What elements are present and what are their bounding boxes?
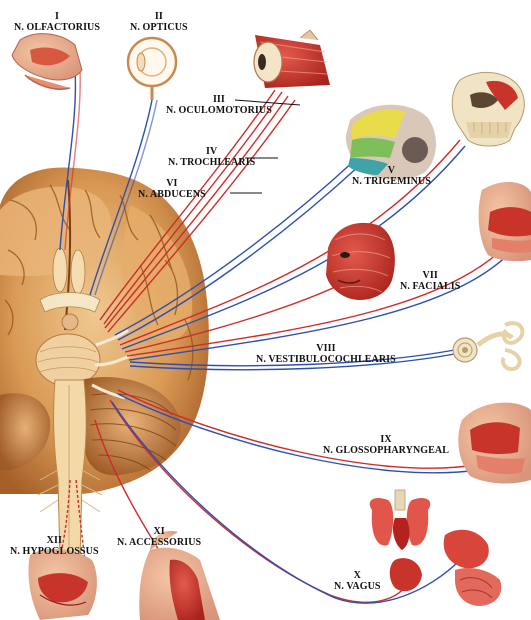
label-trochlearis: IV N. TROCHLEARIS (168, 146, 255, 168)
nerve-number: VII (400, 270, 460, 281)
label-glossopharyngeal: IX N. GLOSSOPHARYNGEAL (323, 434, 449, 456)
label-facialis: VII N. FACIALIS (400, 270, 460, 292)
nerve-name: N. TRIGEMINUS (352, 176, 431, 187)
nerve-number: X (334, 570, 381, 581)
nerve-number: VIII (256, 343, 396, 354)
nerve-name: N. VAGUS (334, 581, 381, 592)
label-trigeminus: V N. TRIGEMINUS (352, 165, 431, 187)
nerve-name: N. FACIALIS (400, 281, 460, 292)
nerve-number: II (130, 11, 188, 22)
label-opticus: II N. OPTICUS (130, 11, 188, 33)
nerve-number: V (352, 165, 431, 176)
eye-muscles-illustration (254, 30, 330, 88)
eye-illustration (128, 38, 176, 100)
jaw-skull-illustration (452, 72, 524, 146)
nerve-number: VI (138, 178, 206, 189)
inner-ear-illustration (453, 323, 522, 369)
label-abducens: VI N. ABDUCENS (138, 178, 206, 200)
nose-illustration (12, 34, 82, 89)
tongue-illustration (28, 549, 96, 620)
nerve-number: IX (323, 434, 449, 445)
nerve-name: N. TROCHLEARIS (168, 157, 255, 168)
nerve-name: N. OLFACTORIUS (14, 22, 100, 33)
nerve-number: XI (117, 526, 201, 537)
facial-muscles-illustration (326, 223, 395, 300)
nerve-number: I (14, 11, 100, 22)
label-olfactorius: I N. OLFACTORIUS (14, 11, 100, 33)
nerve-pathways (55, 70, 524, 603)
brain-base-illustration (0, 167, 209, 560)
nerve-number: XII (10, 535, 99, 546)
nerve-name: N. OPTICUS (130, 22, 188, 33)
nerve-name: N. ACCESSORIUS (117, 537, 201, 548)
nerve-name: N. GLOSSOPHARYNGEAL (323, 445, 449, 456)
pharynx-illustration (458, 403, 531, 484)
label-oculomotorius: III N. OCULOMOTORIUS (166, 94, 272, 116)
nerve-number: IV (168, 146, 255, 157)
label-vestibulocochlearis: VIII N. VESTIBULOCOCHLEARIS (256, 343, 396, 365)
nerve-name: N. OCULOMOTORIUS (166, 105, 272, 116)
mouth-section-illustration (479, 182, 531, 261)
viscera-illustration (370, 490, 502, 606)
nerve-number: III (166, 94, 272, 105)
nerve-name: N. HYPOGLOSSUS (10, 546, 99, 557)
nerve-name: N. ABDUCENS (138, 189, 206, 200)
label-accessorius: XI N. ACCESSORIUS (117, 526, 201, 548)
label-hypoglossus: XII N. HYPOGLOSSUS (10, 535, 99, 557)
nerve-name: N. VESTIBULOCOCHLEARIS (256, 354, 396, 365)
label-vagus: X N. VAGUS (334, 570, 381, 592)
